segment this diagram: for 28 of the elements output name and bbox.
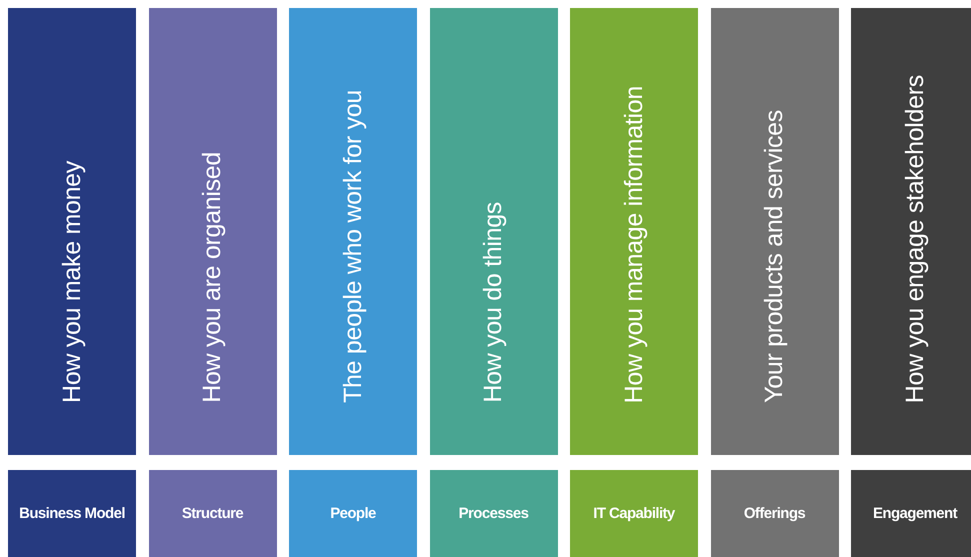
column-panel bbox=[148, 8, 276, 455]
column-description: How you make money bbox=[58, 161, 86, 403]
column-label: People bbox=[330, 505, 376, 522]
column-panel bbox=[8, 8, 136, 455]
column-description: The people who work for you bbox=[338, 90, 368, 403]
column-label: IT Capability bbox=[593, 505, 675, 522]
column-label: Offerings bbox=[744, 505, 806, 522]
column-label: Structure bbox=[182, 505, 244, 522]
column-description: How you are organised bbox=[198, 152, 227, 403]
column-description: How you engage stakeholders bbox=[900, 74, 930, 403]
column-panel bbox=[430, 8, 558, 455]
label-panel bbox=[8, 470, 136, 557]
column-label: Processes bbox=[458, 505, 528, 522]
column-label: Engagement bbox=[872, 505, 957, 522]
column-description: Your products and services bbox=[760, 110, 789, 403]
column-panel bbox=[851, 8, 971, 455]
column-panel bbox=[710, 8, 838, 455]
label-panel bbox=[289, 470, 417, 557]
column-description: How you manage information bbox=[620, 86, 648, 403]
label-panel bbox=[851, 470, 971, 557]
label-panel bbox=[570, 470, 698, 557]
label-panel bbox=[148, 470, 276, 557]
column-panel bbox=[289, 8, 417, 455]
label-panel bbox=[710, 470, 838, 557]
column-panel bbox=[570, 8, 698, 455]
column-label: Business Model bbox=[19, 505, 125, 522]
column-description: How you do things bbox=[479, 202, 508, 403]
label-panel bbox=[430, 470, 558, 557]
